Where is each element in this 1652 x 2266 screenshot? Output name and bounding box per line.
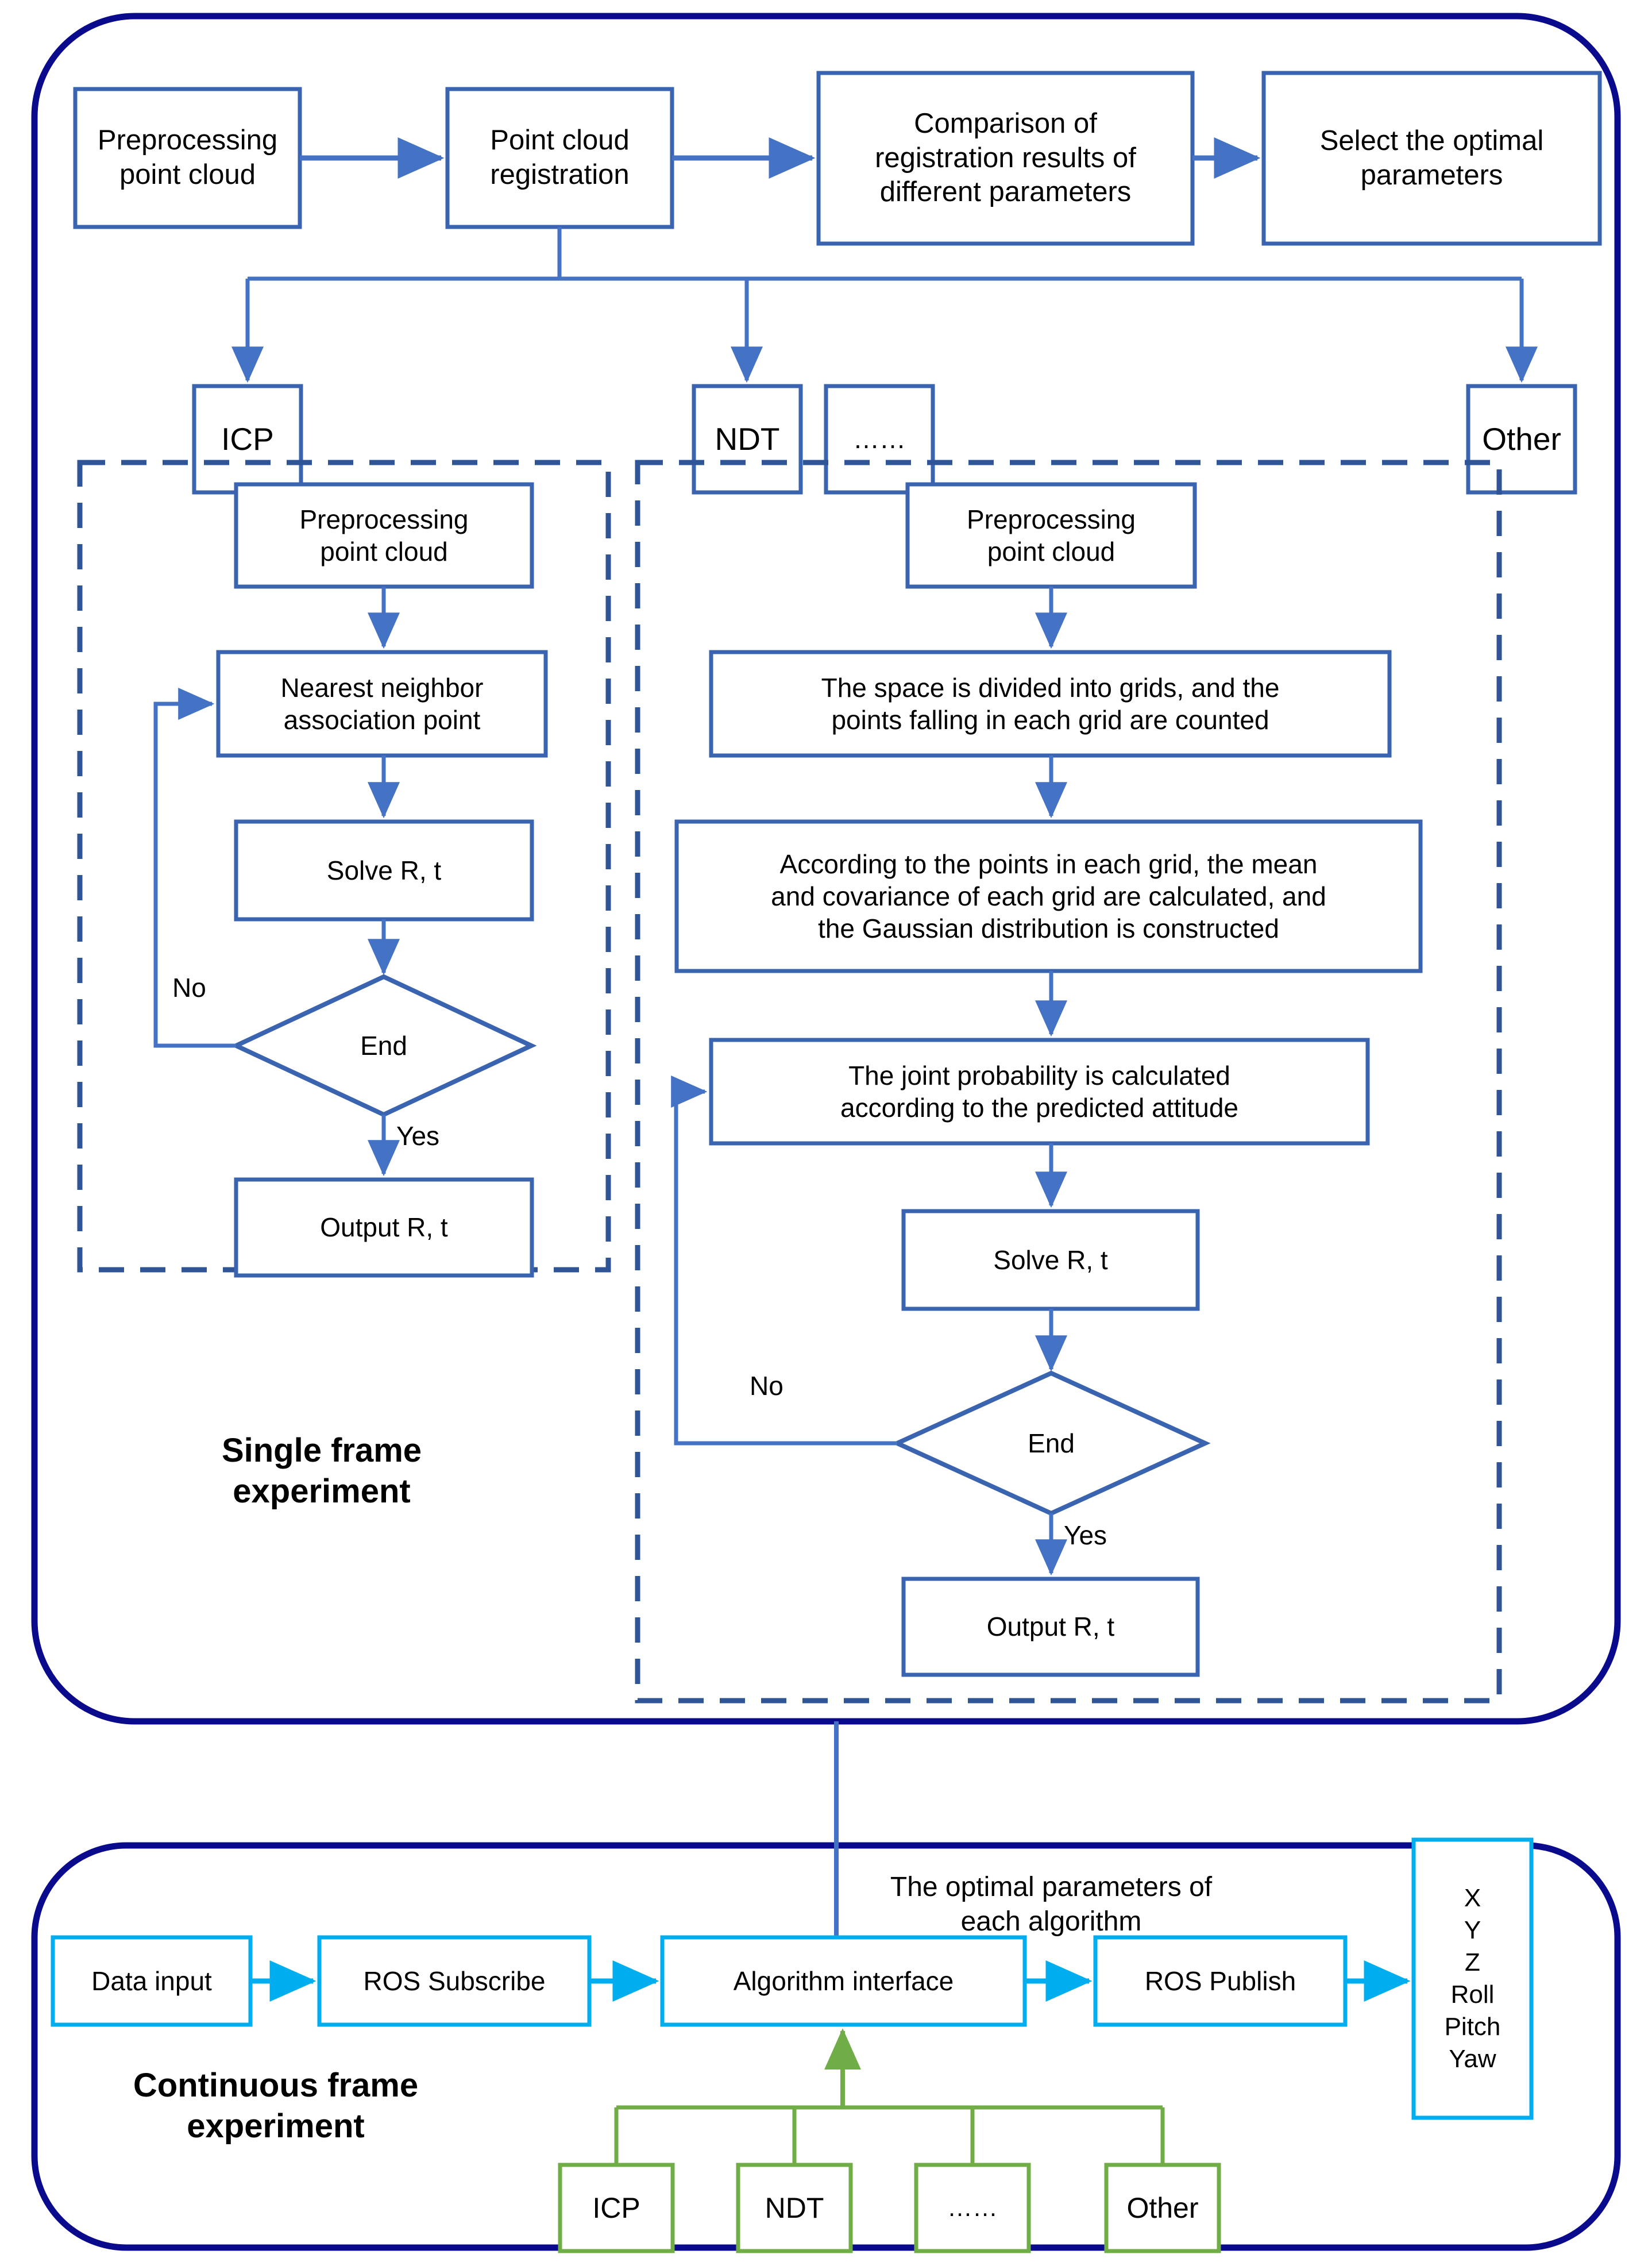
box-ndt-joint-probability[interactable]	[709, 1038, 1370, 1146]
fanout-bus-line	[248, 227, 1522, 281]
box-ndt-solve[interactable]	[901, 1209, 1200, 1311]
single-frame-container	[31, 13, 1621, 1725]
box-select-optimal-parameters[interactable]	[1261, 71, 1602, 246]
decision-icp-end[interactable]	[230, 974, 537, 1117]
label-ndt-yes: Yes	[1064, 1520, 1107, 1550]
ndt-branch-group	[635, 460, 1502, 1704]
pose-output-item-pitch: Pitch	[1444, 2013, 1501, 2041]
box-bottom-other[interactable]	[1104, 2163, 1221, 2253]
box-bottom-icp[interactable]	[558, 2163, 675, 2253]
box-bottom-ndt[interactable]	[736, 2163, 853, 2253]
icp-no-feedback-path	[153, 688, 236, 1048]
box-ndt-gaussian[interactable]	[674, 819, 1423, 973]
single-frame-title-line1: Single frame	[221, 1432, 422, 1469]
box-pose-output[interactable]	[1411, 1837, 1534, 2120]
single-frame-title-line2: experiment	[233, 1472, 411, 1510]
box-ellipsis[interactable]	[824, 384, 935, 495]
continuous-frame-title-line1: Continuous frame	[133, 2067, 419, 2104]
box-icp-solve[interactable]	[234, 819, 534, 922]
label-ndt-no: No	[750, 1371, 783, 1401]
box-comparison-registration-results[interactable]	[816, 71, 1195, 246]
pose-output-item-y: Y	[1464, 1916, 1481, 1944]
box-icp[interactable]	[192, 384, 303, 495]
box-icp-output[interactable]	[234, 1177, 534, 1278]
pose-output-item-z: Z	[1465, 1948, 1480, 1976]
pose-output-list: X Y Z Roll Pitch Yaw	[1414, 1840, 1531, 2118]
pose-output-item-roll: Roll	[1450, 1980, 1495, 2009]
box-ndt[interactable]	[692, 384, 803, 495]
pose-output-item-yaw: Yaw	[1449, 2045, 1496, 2073]
continuous-frame-title-line2: experiment	[187, 2107, 365, 2145]
box-data-input[interactable]	[51, 1935, 253, 2027]
box-other[interactable]	[1466, 384, 1577, 495]
box-algorithm-interface[interactable]	[660, 1935, 1027, 2027]
bridge-label-line2: each algorithm	[960, 1906, 1142, 1937]
bridge-label-line1: The optimal parameters of	[890, 1872, 1213, 1902]
bridge-label: The optimal parameters of each algorithm	[850, 1870, 1252, 1939]
box-ndt-output[interactable]	[901, 1577, 1200, 1677]
box-ros-publish[interactable]	[1093, 1935, 1348, 2027]
continuous-frame-experiment-title: Continuous frame experiment	[75, 2065, 477, 2147]
box-preprocessing-point-cloud[interactable]	[73, 87, 302, 229]
box-ndt-grid-division[interactable]	[709, 650, 1392, 758]
box-icp-preprocessing[interactable]	[234, 482, 534, 589]
pose-output-item-x: X	[1464, 1884, 1481, 1912]
box-point-cloud-registration[interactable]	[445, 87, 674, 229]
single-frame-experiment-title: Single frame experiment	[172, 1431, 471, 1512]
decision-ndt-end[interactable]	[891, 1370, 1211, 1516]
green-bus	[614, 2105, 1165, 2165]
icp-branch-group	[77, 460, 611, 1273]
label-icp-no: No	[172, 973, 206, 1003]
label-icp-yes: Yes	[396, 1121, 440, 1151]
box-ros-subscribe[interactable]	[317, 1935, 592, 2027]
box-nearest-neighbor-association[interactable]	[216, 650, 548, 758]
ndt-no-feedback-path	[671, 1076, 897, 1446]
box-bottom-ellipsis[interactable]	[914, 2163, 1031, 2253]
box-ndt-preprocessing[interactable]	[905, 482, 1197, 589]
